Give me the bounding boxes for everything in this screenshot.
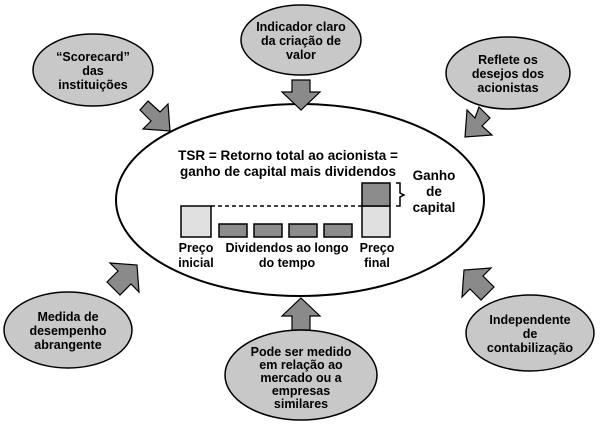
satellite-bottom-center-line3: mercado ou a: [260, 371, 342, 385]
satellite-top-center: Indicador claro da criação de valor: [240, 4, 362, 76]
arrow-bottom-right: [461, 267, 495, 301]
satellite-top-left-line1: “Scorecard”: [56, 50, 130, 64]
satellite-top-right-line1: Reflete os: [478, 53, 538, 67]
satellite-top-left-line2: das: [82, 64, 104, 78]
satellite-bottom-right-shape: [465, 294, 595, 372]
arrow-bottom-center: [280, 297, 322, 331]
satellite-bottom-left: Medida de desempenho abrangente: [3, 291, 133, 369]
tsr-mini-chart: Ganho de capital Preço inicial Dividendo…: [178, 168, 455, 270]
arrow-top-left: [139, 100, 171, 132]
satellite-top-right: Reflete os desejos dos acionistas: [445, 36, 571, 110]
satellite-top-right-line2: desejos dos: [472, 67, 544, 81]
dividend-bar-3: [288, 223, 318, 238]
dividend-bar-1: [218, 223, 248, 238]
satellite-bottom-right-line2: de: [523, 327, 538, 341]
satellite-top-center-line2: da criação de: [261, 34, 341, 48]
center-title-line2: ganho de capital mais dividendos: [180, 164, 396, 179]
gain-label-3: capital: [413, 200, 456, 215]
gain-label-1: Ganho: [413, 168, 456, 183]
gain-bracket: [396, 182, 406, 207]
start-price-label-2: inicial: [178, 256, 213, 270]
end-price-bar-gain: [361, 182, 391, 207]
satellite-bottom-center-line1: Pode ser medido: [251, 345, 352, 359]
arrow-bottom-left: [106, 262, 140, 296]
satellite-top-left-line3: instituições: [58, 78, 128, 92]
satellite-bottom-center-line5: similares: [274, 397, 328, 411]
satellite-bottom-left-line1: Medida de: [37, 310, 98, 324]
satellite-bottom-center-line4: empresas: [272, 384, 330, 398]
end-price-label-2: final: [364, 256, 390, 270]
satellite-top-left: “Scorecard” das instituições: [32, 33, 154, 107]
satellite-top-left-shape: [32, 33, 154, 107]
arrow-top-center: [280, 79, 322, 111]
satellite-top-center-line1: Indicador claro: [256, 20, 346, 34]
satellite-top-right-shape: [445, 36, 571, 110]
arrow-top-right: [464, 105, 494, 138]
dividend-bar-2: [253, 223, 283, 238]
satellite-bottom-left-line3: abrangente: [34, 338, 101, 352]
satellite-bottom-right-line1: Independente: [489, 313, 570, 327]
end-price-bar-base: [361, 205, 391, 238]
satellite-top-right-line3: acionistas: [477, 81, 538, 95]
dividend-bar-4: [323, 223, 353, 238]
end-price-label-1: Preço: [360, 241, 395, 255]
satellite-bottom-center-line2: em relação ao: [259, 358, 343, 372]
satellite-bottom-right-line3: contabilização: [487, 341, 573, 355]
arrows: [106, 79, 495, 331]
center-title-line1: TSR = Retorno total ao acionista =: [178, 148, 398, 163]
dividends-label-2: do tempo: [259, 256, 316, 270]
gain-label-2: de: [426, 184, 442, 199]
start-price-bar: [180, 205, 212, 238]
satellite-bottom-center: Pode ser medido em relação ao mercado ou…: [224, 329, 378, 421]
satellite-top-center-line3: valor: [286, 48, 316, 62]
satellite-bottom-center-shape: [224, 329, 378, 421]
start-price-label-1: Preço: [179, 241, 214, 255]
satellite-bottom-right: Independente de contabilização: [465, 294, 595, 372]
dividends-label-1: Dividendos ao longo: [226, 241, 349, 255]
satellite-bottom-left-shape: [3, 291, 133, 369]
satellite-top-center-shape: [240, 4, 362, 76]
satellite-bottom-left-line2: desempenho: [29, 324, 106, 338]
